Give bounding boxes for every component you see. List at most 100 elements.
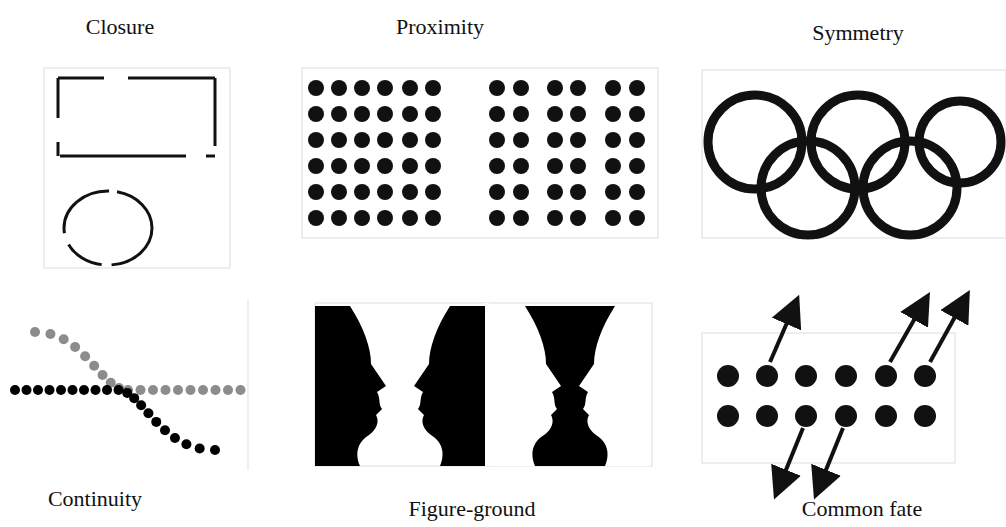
dot bbox=[170, 433, 180, 443]
olympic-rings bbox=[708, 95, 1001, 235]
dot bbox=[377, 184, 393, 200]
dot bbox=[143, 408, 153, 418]
motion-arrows bbox=[770, 297, 966, 492]
dot bbox=[756, 405, 778, 427]
dot bbox=[547, 132, 563, 148]
dot-grid bbox=[308, 80, 645, 226]
dot bbox=[210, 445, 220, 455]
dot bbox=[875, 405, 897, 427]
dot bbox=[377, 158, 393, 174]
dot bbox=[198, 385, 208, 395]
dot bbox=[59, 334, 69, 344]
dot bbox=[331, 184, 347, 200]
dot bbox=[425, 158, 441, 174]
dot bbox=[102, 385, 112, 395]
dot bbox=[489, 106, 505, 122]
dot bbox=[605, 184, 621, 200]
dot bbox=[331, 158, 347, 174]
dot-lines bbox=[10, 327, 246, 455]
dot bbox=[489, 210, 505, 226]
dot bbox=[402, 132, 418, 148]
principle-label: Symmetry bbox=[812, 20, 904, 46]
dot bbox=[354, 184, 370, 200]
dot bbox=[914, 365, 936, 387]
dot bbox=[547, 80, 563, 96]
panel-border bbox=[702, 70, 1006, 238]
dot bbox=[91, 385, 101, 395]
dot bbox=[56, 385, 66, 395]
dot bbox=[308, 184, 324, 200]
dot bbox=[402, 80, 418, 96]
dot bbox=[308, 132, 324, 148]
dot bbox=[354, 132, 370, 148]
dot bbox=[513, 184, 529, 200]
dot bbox=[33, 385, 43, 395]
dot bbox=[513, 158, 529, 174]
vase-faces bbox=[490, 306, 650, 466]
dot bbox=[195, 443, 205, 453]
panel-border bbox=[44, 68, 230, 268]
dot bbox=[570, 158, 586, 174]
dot bbox=[489, 132, 505, 148]
dot bbox=[114, 385, 124, 395]
dot bbox=[30, 327, 40, 337]
dot bbox=[402, 106, 418, 122]
panel-border bbox=[248, 300, 249, 470]
dot bbox=[89, 361, 99, 371]
dot bbox=[570, 106, 586, 122]
dot bbox=[605, 106, 621, 122]
dot bbox=[160, 425, 170, 435]
dot bbox=[80, 351, 90, 361]
dot bbox=[570, 132, 586, 148]
dot bbox=[629, 132, 645, 148]
dot bbox=[835, 365, 857, 387]
dot bbox=[547, 158, 563, 174]
principle-label: Proximity bbox=[396, 14, 484, 40]
principle-label: Figure-ground bbox=[408, 496, 535, 522]
dot bbox=[425, 184, 441, 200]
dot bbox=[717, 365, 739, 387]
dot bbox=[629, 184, 645, 200]
dot bbox=[605, 132, 621, 148]
dot bbox=[425, 210, 441, 226]
dot bbox=[308, 80, 324, 96]
dot bbox=[605, 158, 621, 174]
dot bbox=[70, 342, 80, 352]
dot bbox=[489, 184, 505, 200]
panel-border bbox=[702, 333, 955, 463]
dot bbox=[173, 385, 183, 395]
dot-rows bbox=[717, 365, 936, 427]
dot bbox=[605, 80, 621, 96]
dot bbox=[629, 158, 645, 174]
dot bbox=[136, 400, 146, 410]
dot bbox=[489, 80, 505, 96]
vase bbox=[490, 306, 650, 466]
dot bbox=[914, 405, 936, 427]
dot bbox=[513, 210, 529, 226]
dot bbox=[835, 405, 857, 427]
dot bbox=[151, 417, 161, 427]
panel-border bbox=[315, 303, 652, 466]
dot bbox=[10, 385, 20, 395]
dot bbox=[605, 210, 621, 226]
dot bbox=[354, 106, 370, 122]
dot bbox=[186, 385, 196, 395]
face-profiles bbox=[315, 306, 485, 466]
dot bbox=[489, 158, 505, 174]
dot bbox=[629, 80, 645, 96]
dot bbox=[717, 405, 739, 427]
dot bbox=[402, 210, 418, 226]
dot bbox=[308, 106, 324, 122]
dot bbox=[756, 365, 778, 387]
dot bbox=[161, 385, 171, 395]
dot bbox=[513, 132, 529, 148]
dot bbox=[98, 370, 108, 380]
dot bbox=[795, 405, 817, 427]
dot bbox=[236, 385, 246, 395]
dot bbox=[547, 106, 563, 122]
dot bbox=[570, 184, 586, 200]
dot bbox=[377, 132, 393, 148]
dot bbox=[181, 439, 191, 449]
dot bbox=[308, 210, 324, 226]
dot bbox=[331, 106, 347, 122]
